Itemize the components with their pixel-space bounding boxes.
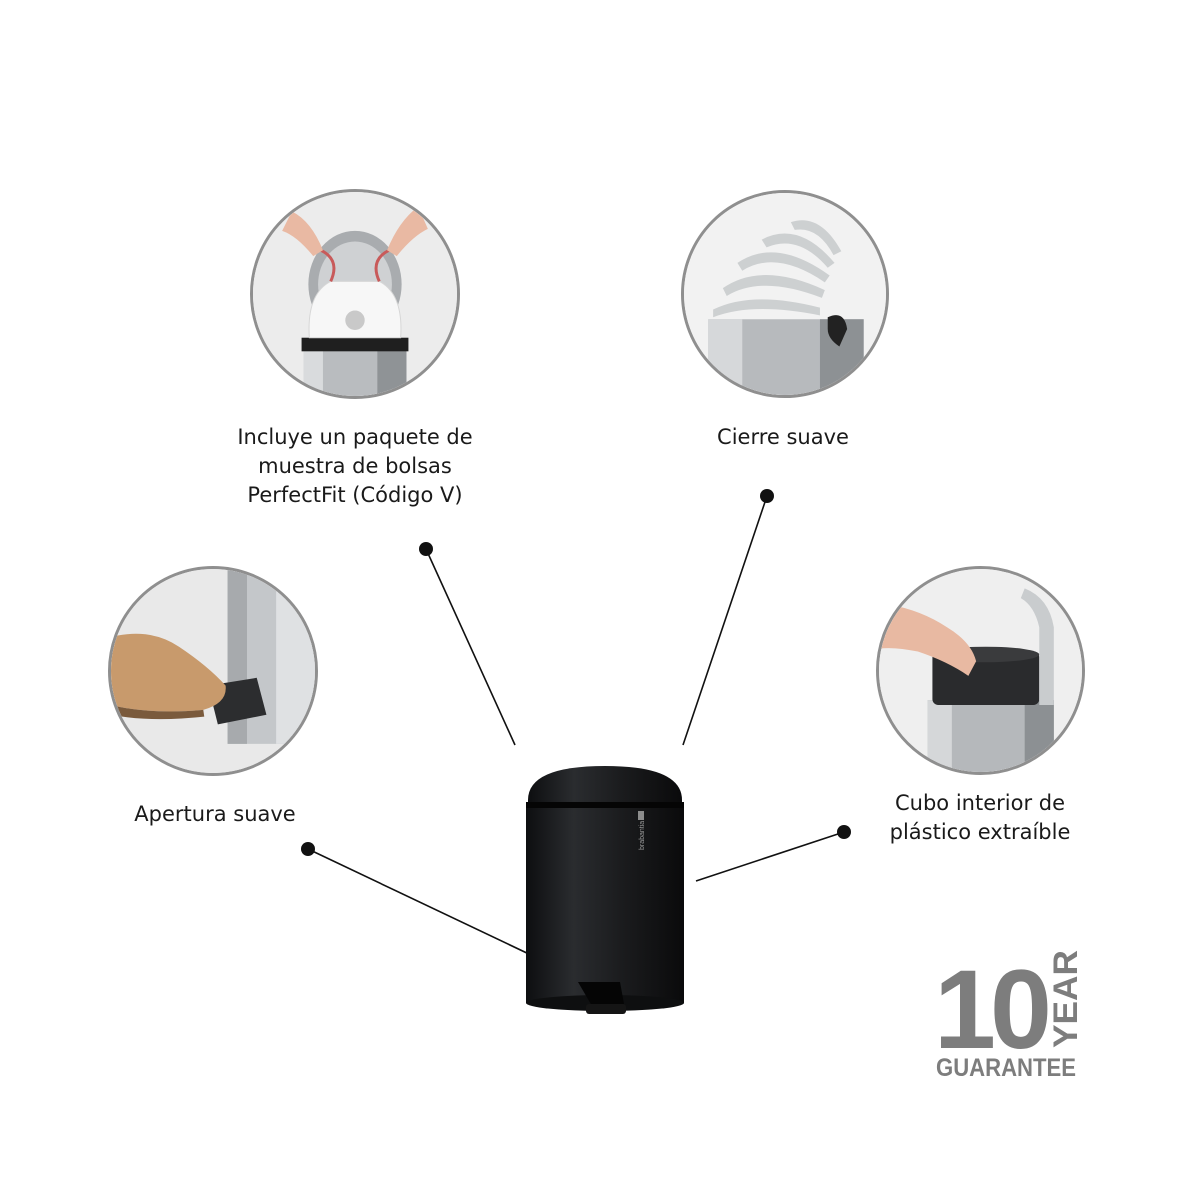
connector-bags <box>425 548 516 746</box>
connector-inner-bucket <box>695 831 845 882</box>
bin-lid <box>528 766 682 804</box>
feature-image-bags <box>250 189 460 399</box>
label-soft-open: Apertura suave <box>115 800 315 829</box>
dot-inner-bucket <box>837 825 851 839</box>
label-inner-bucket: Cubo interior de plástico extraíble <box>860 789 1100 847</box>
guarantee-year: YEAR <box>1047 950 1084 1048</box>
connector-soft-close <box>682 495 768 746</box>
bin-body <box>526 808 684 1003</box>
product-pedal-bin: brabantia <box>526 766 684 1014</box>
label-bags-line-3: PerfectFit (Código V) <box>247 483 463 507</box>
label-bags: Incluye un paquete de muestra de bolsas … <box>205 423 505 510</box>
label-inner-bucket-line-1: Cubo interior de <box>895 791 1065 815</box>
guarantee-number: 10 <box>934 947 1048 1072</box>
guarantee-badge: 10 YEAR GUARANTEE <box>934 947 1084 1079</box>
label-soft-close: Cierre suave <box>683 423 883 452</box>
label-bags-line-2: muestra de bolsas <box>258 454 452 478</box>
feature-image-inner-bucket <box>876 566 1085 775</box>
label-soft-open-line-1: Apertura suave <box>134 802 296 826</box>
feature-image-soft-open <box>108 566 318 776</box>
label-inner-bucket-line-2: plástico extraíble <box>889 820 1071 844</box>
dot-soft-open <box>301 842 315 856</box>
dot-bags <box>419 542 433 556</box>
bin-pedal <box>578 982 624 1006</box>
dot-soft-close <box>760 489 774 503</box>
bin-brand-text: brabantia <box>639 821 646 850</box>
guarantee-label: GUARANTEE <box>936 1054 1076 1079</box>
label-bags-line-1: Incluye un paquete de <box>237 425 473 449</box>
label-soft-close-line-1: Cierre suave <box>717 425 849 449</box>
feature-image-soft-close <box>681 190 889 398</box>
